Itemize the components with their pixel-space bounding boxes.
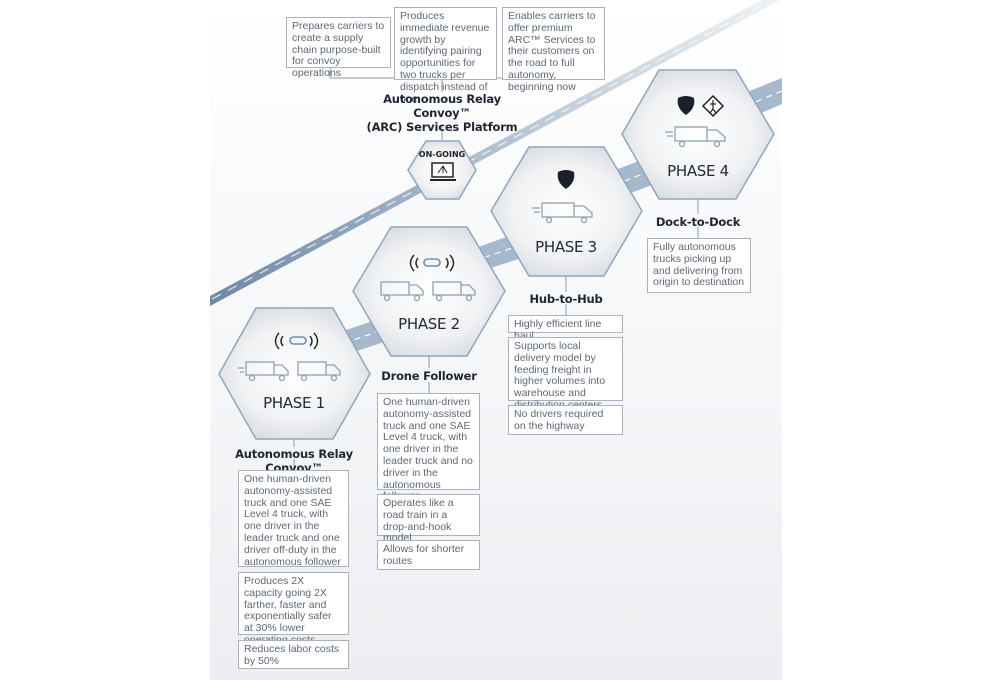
two-trucks-icon bbox=[380, 281, 476, 302]
arc-benefit-box: Prepares carriers to create a supply cha… bbox=[286, 17, 391, 79]
phase-4-label: PHASE 4 bbox=[667, 162, 729, 180]
two-trucks-icon bbox=[238, 361, 341, 382]
link-icon bbox=[289, 336, 307, 345]
signal-right-icon bbox=[445, 254, 455, 272]
phase-1-point: Reduces labor costs by 50% bbox=[238, 640, 349, 669]
phase-3-point: Supports local delivery model by feeding… bbox=[508, 337, 623, 411]
phase-4-name: Dock-to-Dock bbox=[655, 215, 741, 229]
phase-4-point: Fully autonomous trucks picking up and d… bbox=[647, 238, 751, 293]
autonomous-truck-icon bbox=[532, 202, 593, 224]
signal-left-icon bbox=[274, 332, 284, 350]
phase-2-icons bbox=[380, 254, 476, 302]
phase-2-point: Operates like a road train in a drop-and… bbox=[377, 494, 480, 544]
phase-1-icons bbox=[238, 332, 341, 382]
arc-road bbox=[210, 0, 780, 306]
arc-benefit-box: Enables carriers to offer premium ARC™ S… bbox=[502, 7, 605, 93]
phase-1-point: Produces 2X capacity going 2X farther, f… bbox=[238, 572, 349, 646]
phase-4-hexagon bbox=[621, 69, 775, 200]
phase-1-label: PHASE 1 bbox=[263, 394, 325, 412]
arc-platform-title: Autonomous Relay Convoy™ (ARC) Services … bbox=[366, 92, 518, 134]
phase-leader-lines bbox=[293, 199, 699, 470]
phase-3-point: Highly efficient line haul bbox=[508, 315, 623, 342]
phase-1-point: One human-driven autonomy-assisted truck… bbox=[238, 470, 349, 567]
signal-right-icon bbox=[309, 332, 319, 350]
interstate-shield-icon bbox=[557, 170, 575, 189]
phase-1-hexagon bbox=[218, 307, 371, 440]
pedestrian-sign-icon bbox=[701, 94, 725, 118]
phase-2-label: PHASE 2 bbox=[398, 315, 460, 333]
phase-3-name: Hub-to-Hub bbox=[529, 292, 603, 306]
arc-benefit-box: Produces immediate revenue growth by ide… bbox=[394, 7, 497, 104]
phase-3-hexagon bbox=[490, 146, 643, 277]
phase-2-hexagon bbox=[352, 226, 506, 357]
phase-2-point: One human-driven autonomy-assisted truck… bbox=[377, 393, 480, 502]
arc-status-label: ON-GOING bbox=[418, 150, 466, 159]
phase-3-icons bbox=[532, 170, 593, 224]
link-icon bbox=[423, 258, 441, 267]
autonomous-truck-icon bbox=[665, 126, 726, 148]
signal-left-icon bbox=[409, 254, 419, 272]
laptop-icon bbox=[430, 162, 456, 181]
phase-2-name: Drone Follower bbox=[381, 369, 477, 383]
phase-2-point: Allows for shorter routes bbox=[377, 540, 480, 570]
phase-3-point: No drivers required on the highway bbox=[508, 405, 623, 435]
phase-3-label: PHASE 3 bbox=[535, 238, 597, 256]
interstate-shield-icon bbox=[677, 96, 695, 115]
arc-hexagon bbox=[407, 140, 477, 200]
phase-4-icons bbox=[665, 94, 726, 148]
